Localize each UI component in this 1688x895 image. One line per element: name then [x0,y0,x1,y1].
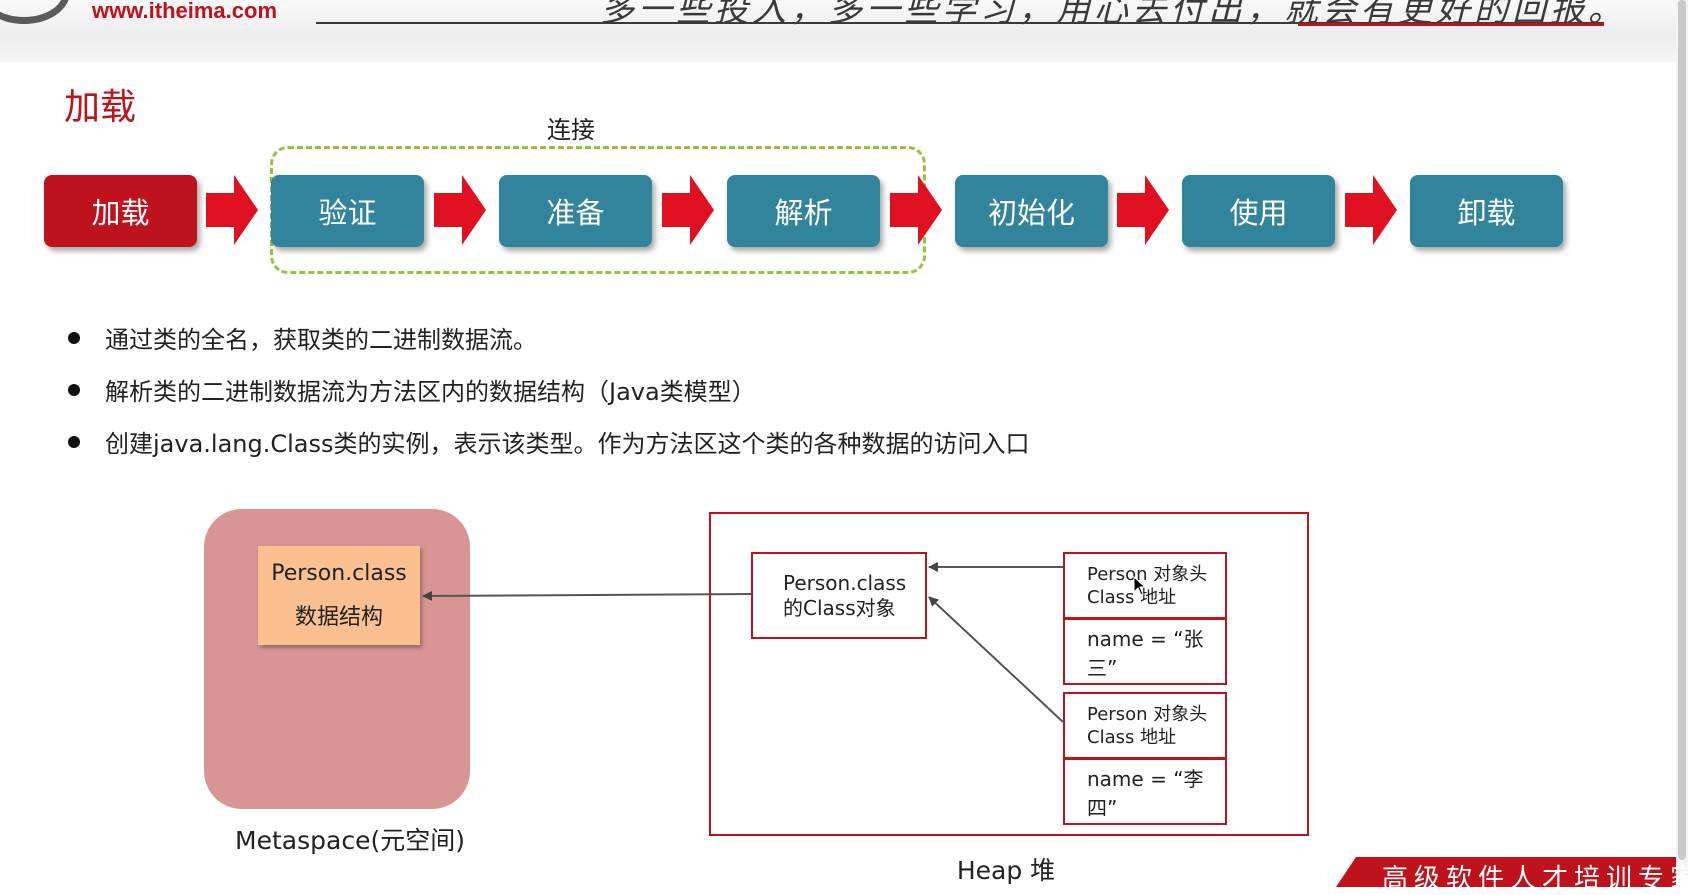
object2-to-class-arrow [928,596,1064,723]
flow-arrow-icon [1117,175,1169,245]
header-divider [316,22,1604,24]
flow-arrow-icon [206,175,258,245]
mouse-cursor-icon [1133,576,1147,596]
footer-text: 高级软件人才培训专家 [1382,864,1688,894]
person-class-title: Person.class [271,560,407,586]
object1-header-line1: Person 对象头 [1087,563,1208,585]
object1-header: Person 对象头 Class 地址 [1063,552,1227,619]
stage-resolution: 解析 [727,175,880,247]
bullet-item: 解析类的二进制数据流为方法区内的数据结构（Java类模型） [68,372,1030,424]
class-object-box: Person.class 的Class对象 [751,552,927,639]
person-class-subtitle: 数据结构 [294,604,383,630]
class-to-metaspace-arrow [422,590,752,601]
object1-header-line2: Class 地址 [1087,586,1177,608]
flow-arrow-icon [434,175,486,245]
site-url: www.itheima.com [92,0,278,23]
object1-field: name = “张三” [1063,618,1227,685]
stage-unloading: 卸载 [1410,175,1563,247]
heap-area [709,512,1309,836]
object1-field-text: name = “张三” [1087,626,1204,680]
class-object-line1: Person.class [783,570,907,595]
object2-header-line1: Person 对象头 [1087,703,1208,725]
slide-header: www.itheima.com 多一些投入，多一些学习，用心去付出，就会有更好的… [0,0,1688,62]
object2-field-text: name = “李四” [1087,766,1204,820]
stage-loading: 加载 [44,175,197,247]
bullet-list: 通过类的全名，获取类的二进制数据流。 解析类的二进制数据流为方法区内的数据结构（… [68,320,1030,476]
flow-arrow-icon [662,175,714,245]
object2-field: name = “李四” [1063,758,1227,825]
stage-usage: 使用 [1182,175,1335,247]
bullet-item: 创建java.lang.Class类的实例，表示该类型。作为方法区这个类的各种数… [68,424,1030,476]
object2-header-line2: Class 地址 [1087,726,1177,748]
metaspace-label: Metaspace(元空间) [235,826,465,855]
flow-arrow-icon [890,175,942,245]
vertical-scrollbar[interactable] [1676,0,1688,875]
stage-verification: 验证 [271,175,424,247]
diagram-connectors [422,562,1064,723]
bullet-item: 通过类的全名，获取类的二进制数据流。 [68,320,1030,372]
stage-preparation: 准备 [499,175,652,247]
header-accent-line [1298,23,1604,26]
connect-label: 连接 [547,116,595,144]
flow-arrow-icon [1345,175,1397,245]
page-title: 加载 [64,87,137,128]
class-object-line2: 的Class对象 [783,595,896,620]
person-class-structure: Person.class 数据结构 [258,546,420,645]
scrollbar-thumb[interactable] [1678,0,1686,860]
stage-initialization: 初始化 [955,175,1108,247]
